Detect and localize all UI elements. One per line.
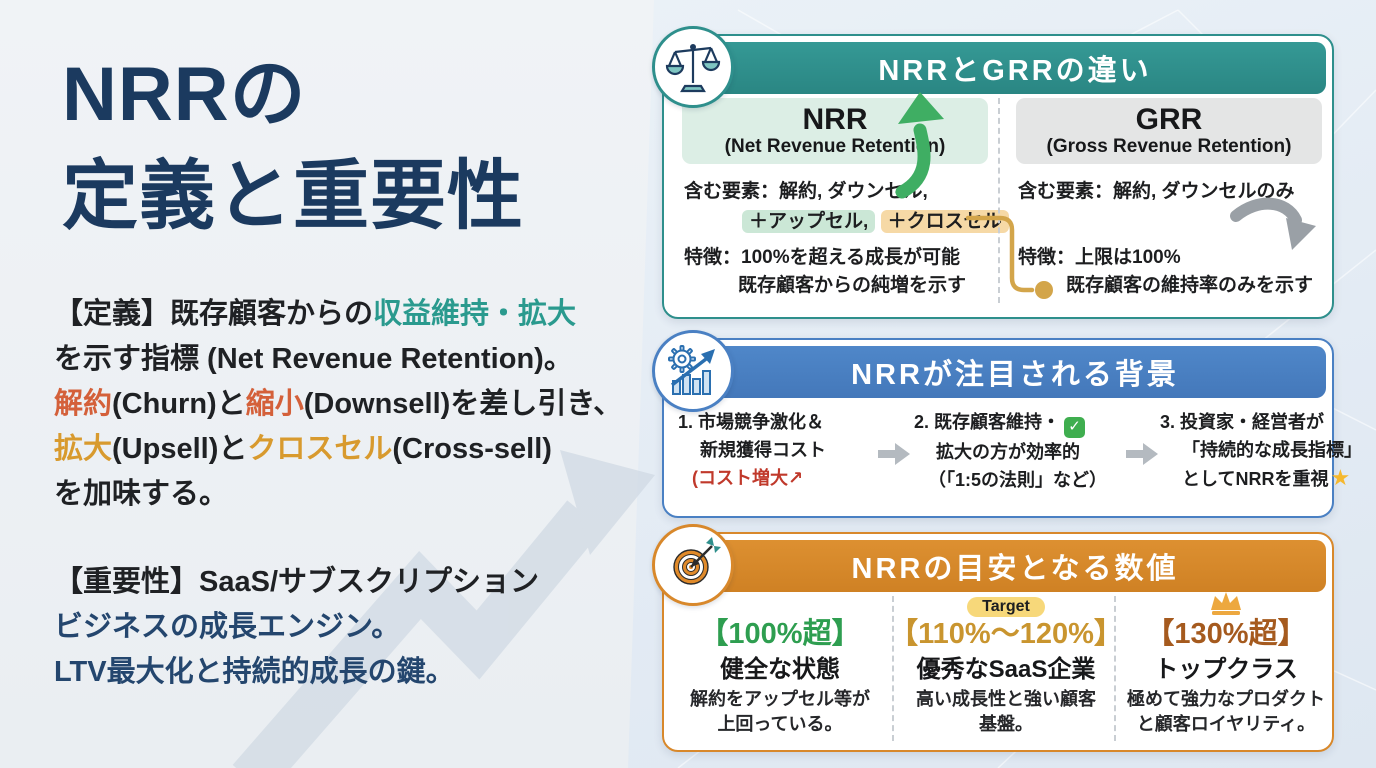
highlight-revenue-retention-expansion: 収益維持・拡大 xyxy=(373,298,577,330)
panel-nrr-grr-header: NRRとGRRの違い xyxy=(704,42,1326,94)
panel3-divider-1 xyxy=(892,596,894,741)
highlight-upsell: 拡大 xyxy=(54,433,113,465)
grr-subtitle: (Gross Revenue Retention) xyxy=(1046,136,1292,157)
tier-110-120-range: 【110%〜120%】 xyxy=(889,618,1123,650)
importance-line3: LTV最大化と持続的成長の鍵。 xyxy=(54,656,455,688)
nrr-subtitle: (Net Revenue Retention) xyxy=(724,136,946,157)
growth-up-arrow-icon xyxy=(895,92,944,199)
tier-100-range: 【100%超】 xyxy=(699,618,861,650)
panel-background: NRRが注目される背景 1. 市場競争激化＆ 新規獲得コスト (コスト増大↗ 2… xyxy=(662,338,1362,518)
background-step-2: 2. 既存顧客維持・✓ 拡大の方が効率的 （「1:5の法則」など） xyxy=(914,412,1108,490)
importance-paragraph: 【重要性】SaaS/サブスクリプション ビジネスの成長エンジン。 LTV最大化と… xyxy=(54,560,639,695)
benchmark-tier-130: 【130%超】 トップクラス 極めて強力なプロダクト と顧客ロイヤリティ。 xyxy=(1120,590,1332,737)
background-step-3: 3. 投資家・経営者が 「持続的な成長指標」 としてNRRを重視★ xyxy=(1160,412,1362,490)
cost-increase-arrow-icon: ↗ xyxy=(788,468,804,488)
definition-paragraph: 【定義】既存顧客からの収益維持・拡大 を示す指標 (Net Revenue Re… xyxy=(54,292,639,517)
tier-130-range: 【130%超】 xyxy=(1145,618,1307,650)
gear-growth-icon xyxy=(652,330,734,412)
benchmark-tier-100: 【100%超】 健全な状態 解約をアップセル等が 上回っている。 xyxy=(690,618,870,734)
trend-arrow-watermark xyxy=(232,450,655,768)
background-step-1: 1. 市場競争激化＆ 新規獲得コスト (コスト増大↗ xyxy=(678,412,826,488)
grr-include-line: 含む要素：解約, ダウンセルのみ xyxy=(1018,181,1295,202)
panel-benchmark: NRRの目安となる数値 【100%超】 健全な状態 解約をアップセル等が 上回っ… xyxy=(662,532,1334,752)
nrr-box: NRR (Net Revenue Retention) xyxy=(682,98,988,164)
star-icon: ★ xyxy=(1330,465,1351,490)
grr-box: GRR (Gross Revenue Retention) xyxy=(1016,98,1322,164)
definition-line5: を加味する。 xyxy=(54,478,229,510)
balance-scale-icon xyxy=(652,26,734,108)
panel-nrr-grr: NRRとGRRの違い NRR (Net Revenue Retention) 含… xyxy=(662,34,1334,319)
panel-benchmark-header: NRRの目安となる数値 xyxy=(704,540,1326,592)
definition-line4: 拡大(Upsell)とクロスセル(Cross-sell) xyxy=(54,433,552,465)
definition-line2: を示す指標 (Net Revenue Retention)。 xyxy=(54,343,573,375)
crosssell-connector-line xyxy=(965,215,1053,299)
importance-line2: ビジネスの成長エンジン。 xyxy=(54,611,401,643)
crown-icon xyxy=(1211,592,1241,615)
nrr-feature-line1: 特徴：100%を超える成長が可能 xyxy=(684,247,961,268)
importance-line1: 【重要性】SaaS/サブスクリプション xyxy=(54,566,540,598)
page-title: NRRの 定義と重要性 xyxy=(62,44,524,248)
page-title-line2: 定義と重要性 xyxy=(62,154,524,239)
nrr-plus-line: ＋アップセル, ＋クロスセル xyxy=(742,206,1009,233)
panel3-divider-2 xyxy=(1114,596,1116,741)
nrr-include-line: 含む要素：解約, ダウンセル, xyxy=(684,181,928,202)
grr-feature-line2: 既存顧客の維持率のみを示す xyxy=(1066,275,1314,296)
tier-110-120-title: 優秀なSaaS企業 xyxy=(916,656,1096,683)
highlight-crosssell: クロスセル xyxy=(247,433,393,465)
grr-title: GRR xyxy=(1135,103,1203,136)
decline-down-arrow-icon xyxy=(1230,197,1316,250)
benchmark-tier-110-120: Target 【110%〜120%】 優秀なSaaS企業 高い成長性と強い顧客 … xyxy=(889,597,1123,734)
check-icon: ✓ xyxy=(1064,416,1086,438)
definition-line3: 解約(Churn)と縮小(Downsell)を差し引き、 xyxy=(54,388,623,420)
arrow-right-icon xyxy=(1126,443,1158,465)
definition-line1: 【定義】既存顧客からの収益維持・拡大 xyxy=(54,298,577,330)
panel1-divider xyxy=(998,98,1000,303)
tier-100-title: 健全な状態 xyxy=(720,656,840,683)
target-icon xyxy=(652,524,734,606)
plus-upsell-highlight: ＋アップセル, xyxy=(742,210,876,233)
arrow-right-icon xyxy=(878,443,910,465)
nrr-feature-line2: 既存顧客からの純増を示す xyxy=(738,275,967,296)
tier-130-title: トップクラス xyxy=(1154,656,1298,683)
nrr-title: NRR xyxy=(802,103,868,136)
grr-feature-line1: 特徴：上限は100% xyxy=(1018,247,1181,268)
page-title-line1: NRRの xyxy=(62,52,307,137)
target-badge: Target xyxy=(967,597,1045,617)
highlight-downsell: 縮小 xyxy=(245,388,304,420)
panel-background-header: NRRが注目される背景 xyxy=(704,346,1326,398)
highlight-churn: 解約 xyxy=(54,388,113,420)
